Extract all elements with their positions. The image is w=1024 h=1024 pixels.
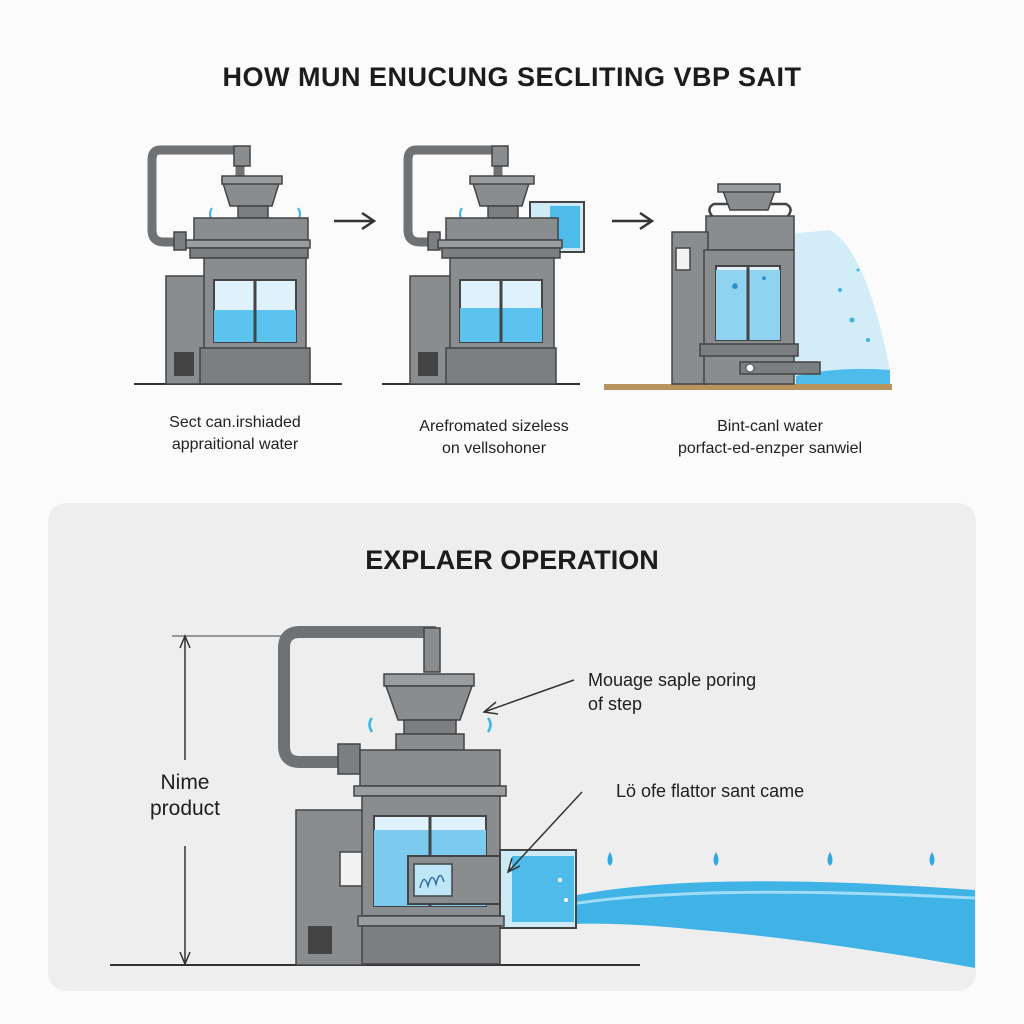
caption-line: Bint-canl water [717, 418, 823, 435]
step-1-caption: Sect can.irshiaded appraitional water [140, 412, 330, 456]
height-label-line: product [149, 797, 221, 820]
right-arrow-icon [612, 211, 655, 231]
caption-line: Arefromated sizeless [419, 418, 569, 435]
operation-title: EXPLAER OPERATION [365, 545, 659, 575]
caption-line: Sect can.irshiaded [169, 414, 301, 431]
step-3-caption: Bint-canl water porfact-ed-enzper sanwie… [660, 416, 880, 460]
caption-line: appraitional water [171, 436, 299, 453]
callout-top-line: of step [588, 694, 643, 714]
callout-top: Mouage saple poring of step [588, 668, 756, 716]
water-drop-icon [607, 852, 935, 866]
callout-mid: Lö ofe flattor sant came [616, 781, 805, 801]
height-label-line: Nime [160, 771, 210, 794]
step-2-machine [380, 130, 600, 390]
step-1-machine [130, 130, 350, 390]
page-title: HOW MUN ENUCUNG SECLITING VBP SAIT [222, 62, 802, 92]
step-2-caption: Arefromated sizeless on vellsohoner [394, 416, 594, 460]
caption-line: on vellsohoner [441, 440, 547, 457]
step-3-machine [600, 130, 900, 392]
caption-line: porfact-ed-enzper sanwiel [677, 440, 863, 457]
right-arrow-icon [334, 211, 377, 231]
height-label: Nime product [120, 770, 250, 822]
callout-top-line: Mouage saple poring [588, 670, 757, 690]
